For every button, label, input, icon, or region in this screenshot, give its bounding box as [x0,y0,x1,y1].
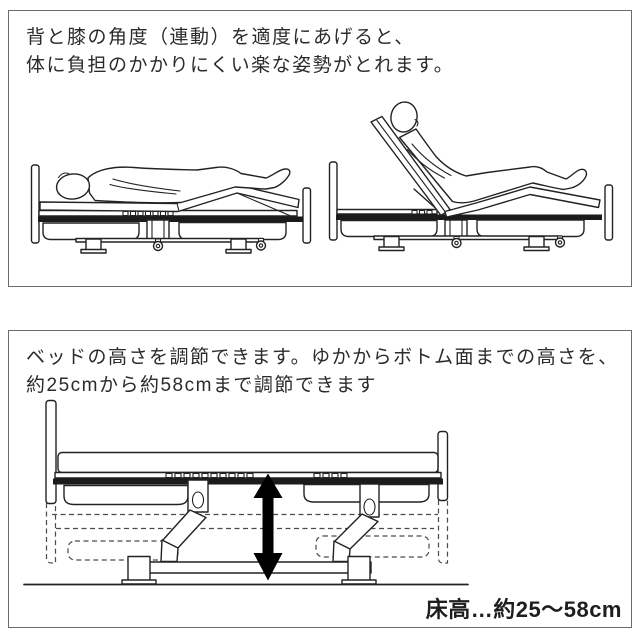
arm [109,178,181,195]
deck-slats [411,209,433,215]
floor-height-label: 床高…約25〜58cm [425,597,622,622]
mattress [57,451,439,474]
posture-caption: 背と膝の角度（連動）を適度にあげると、 体に負担のかかりにくい楽な姿勢がとれます… [26,24,454,80]
footboard [302,187,312,244]
footboard [437,430,449,502]
deck-slats [122,210,174,217]
frame-bar [336,214,602,220]
headboard [328,161,338,241]
lift-leg-left [160,479,209,563]
height-caption: ベッドの高さを調節できます。ゆかからボトム面までの高さを、 約25cmから約58… [26,344,619,400]
deck-slats [165,472,348,479]
back-knee-angle-panel: 背と膝の角度（連動）を適度にあげると、 体に負担のかかりにくい楽な姿勢がとれます… [8,10,632,287]
headboard [30,164,40,244]
under-box-right [476,219,585,238]
frame-bar [53,478,443,485]
lift-leg-right [332,483,380,563]
head [55,173,91,200]
frame-bar [38,216,303,222]
height-adjust-panel: ベッドの高さを調節できます。ゆかからボトム面までの高さを、 約25cmから約58… [8,330,632,628]
height-adjust-bed-illustration [23,399,469,586]
head [390,101,418,133]
arm [406,143,452,179]
flat-bed-illustration [30,164,312,254]
height-caption-line2: 約25cmから約58cmまで調節できます [26,375,377,396]
under-box-left [63,484,189,506]
height-range-arrow-icon [253,473,283,581]
footboard [604,184,614,241]
lying-person [55,166,291,204]
casters [152,237,267,252]
knee-section [444,186,601,218]
lowered-position-outline [45,500,449,564]
casters [451,235,566,249]
under-box-left [42,222,140,241]
base-frame [121,555,377,585]
headboard [45,399,57,505]
posture-caption-line2: 体に負担のかかりにくい楽な姿勢がとれます。 [26,55,455,76]
under-box-right [178,221,287,241]
sitting-person [390,101,588,204]
under-box-left [340,219,438,238]
posture-caption-line1: 背と膝の角度（連動）を適度にあげると、 [26,27,415,48]
raised-bed-illustration [328,101,614,252]
height-caption-line1: ベッドの高さを調節できます。ゆかからボトム面までの高さを、 [26,347,619,368]
